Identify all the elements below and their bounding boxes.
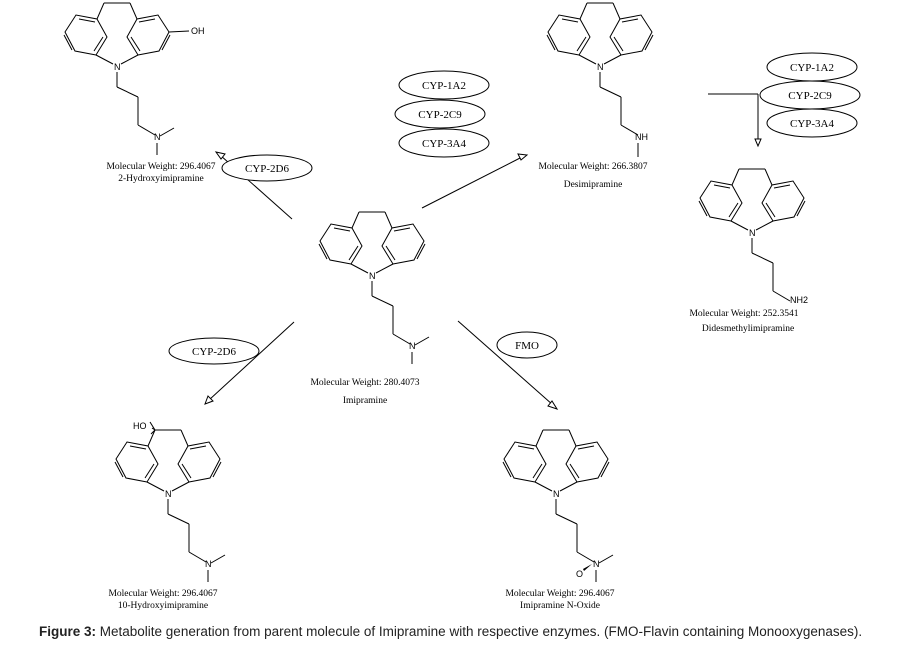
- ring-nitrogen-label: N: [114, 62, 121, 72]
- enzyme-cyp2d6-lower: CYP-2D6: [168, 337, 260, 365]
- oxide-label: O: [576, 569, 583, 579]
- ring-nitrogen-label: N: [597, 62, 604, 72]
- ring-nitrogen-label: N: [369, 271, 376, 281]
- amine-label: NH2: [790, 295, 808, 305]
- amine-label: N: [593, 559, 600, 569]
- enzyme-cyp2c9: CYP-2C9: [418, 109, 462, 121]
- amine-label: NH: [635, 132, 648, 142]
- arrow-to-10-hydroxyimipramine: [204, 321, 295, 405]
- svg-text:CYP-2D6: CYP-2D6: [192, 346, 237, 358]
- ring-nitrogen-label: N: [749, 228, 756, 238]
- hydroxy-group-label: HO: [133, 421, 147, 431]
- molecule-name: Imipramine: [343, 396, 387, 406]
- ring-nitrogen-label: N: [165, 489, 172, 499]
- molecule-10-hydroxyimipramine: HO N N Molecular Weight: 296.4067 10-Hyd…: [108, 421, 226, 611]
- ring-nitrogen-label: N: [553, 489, 560, 499]
- molecular-weight-label: Molecular Weight: 252.3541: [689, 309, 798, 319]
- molecular-weight-label: Molecular Weight: 280.4073: [310, 378, 419, 388]
- enzyme-cyp3a4: CYP-3A4: [790, 118, 835, 130]
- arrow-to-imipramine-n-oxide: [457, 320, 559, 410]
- molecular-weight-label: Molecular Weight: 296.4067: [505, 589, 614, 599]
- molecule-name: Imipramine N-Oxide: [520, 601, 600, 611]
- svg-text:FMO: FMO: [515, 340, 539, 352]
- molecule-name: Desimipramine: [564, 180, 623, 190]
- molecule-desimipramine: N NH Molecular Weight: 266.3807 Desimipr…: [538, 2, 654, 190]
- enzyme-cyp2d6-upper: CYP-2D6: [221, 154, 313, 182]
- svg-text:CYP-2D6: CYP-2D6: [245, 163, 290, 175]
- molecule-name: Didesmethylimipramine: [702, 324, 794, 334]
- molecule-2-hydroxyimipramine: OH N N Molecular Weight: 296.4067 2-Hydr…: [63, 2, 216, 184]
- arrow-to-desimipramine: [421, 153, 529, 209]
- molecular-weight-label: Molecular Weight: 266.3807: [538, 162, 647, 172]
- enzyme-group-desimipramine: CYP-1A2 CYP-2C9 CYP-3A4: [394, 70, 490, 158]
- enzyme-cyp1a2: CYP-1A2: [790, 62, 834, 74]
- molecule-imipramine: N N Molecular Weight: 280.4073 Imipramin…: [310, 211, 430, 406]
- enzyme-cyp2c9: CYP-2C9: [788, 90, 832, 102]
- molecule-imipramine-n-oxide: N N O Molecular Weight: 296.4067 Imipram…: [502, 429, 615, 611]
- caption-text: Metabolite generation from parent molecu…: [96, 624, 863, 639]
- enzyme-cyp3a4: CYP-3A4: [422, 138, 467, 150]
- amine-label: N: [154, 132, 161, 142]
- figure-label: Figure 3:: [39, 624, 97, 639]
- enzyme-fmo: FMO: [496, 331, 558, 359]
- enzyme-group-didesmethyl: CYP-1A2 CYP-2C9 CYP-3A4: [759, 52, 861, 138]
- amine-label: N: [409, 341, 416, 351]
- hydroxy-group-label: OH: [191, 26, 205, 36]
- molecule-didesmethylimipramine: N NH2 Molecular Weight: 252.3541 Didesme…: [689, 168, 808, 334]
- enzyme-cyp1a2: CYP-1A2: [422, 80, 466, 92]
- molecule-name: 2-Hydroxyimipramine: [118, 174, 203, 184]
- molecular-weight-label: Molecular Weight: 296.4067: [106, 162, 215, 172]
- arrow-to-didesmethylimipramine: [708, 93, 762, 148]
- figure-caption: Figure 3: Metabolite generation from par…: [39, 624, 862, 639]
- amine-label: N: [205, 559, 212, 569]
- molecule-name: 10-Hydroxyimipramine: [118, 601, 208, 611]
- molecular-weight-label: Molecular Weight: 296.4067: [108, 589, 217, 599]
